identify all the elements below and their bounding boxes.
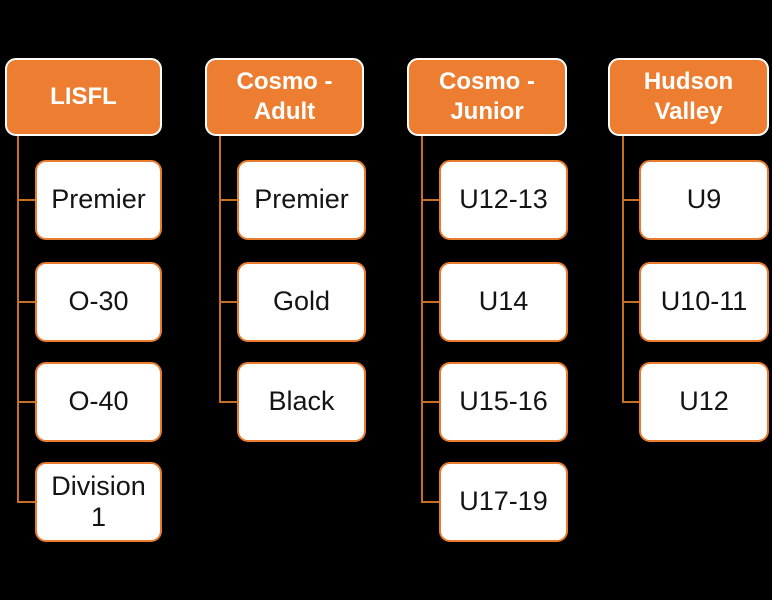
node-lisfl-o30: O-30 bbox=[35, 262, 162, 342]
node-hudson-valley-u12: U12 bbox=[639, 362, 769, 442]
header-lisfl-label: LISFL bbox=[50, 83, 117, 110]
connector-elbow-col1-row3 bbox=[17, 401, 37, 403]
node-lisfl-division1: Division 1 bbox=[35, 462, 162, 542]
node-hudson-valley-u10-11: U10-11 bbox=[639, 262, 769, 342]
node-cosmo-junior-u15-16: U15-16 bbox=[439, 362, 568, 442]
connector-elbow-col2-row2 bbox=[219, 301, 239, 303]
node-label: U12-13 bbox=[459, 184, 548, 215]
node-cosmo-adult-black: Black bbox=[237, 362, 366, 442]
node-label: Premier bbox=[51, 184, 146, 215]
connector-trunk-col3 bbox=[421, 134, 423, 502]
node-label: U15-16 bbox=[459, 386, 548, 417]
header-cosmo-junior: Cosmo - Junior bbox=[407, 58, 567, 136]
connector-trunk-col2 bbox=[219, 134, 221, 402]
node-cosmo-junior-u17-19: U17-19 bbox=[439, 462, 568, 542]
node-label: O-40 bbox=[68, 386, 129, 417]
connector-trunk-col1 bbox=[17, 134, 19, 502]
node-cosmo-adult-gold: Gold bbox=[237, 262, 366, 342]
node-cosmo-junior-u12-13: U12-13 bbox=[439, 160, 568, 240]
connector-trunk-col4 bbox=[622, 134, 624, 402]
header-cosmo-adult: Cosmo - Adult bbox=[205, 58, 364, 136]
node-cosmo-adult-premier: Premier bbox=[237, 160, 366, 240]
header-hudson-valley-label: Hudson Valley bbox=[643, 68, 734, 125]
node-hudson-valley-u9: U9 bbox=[639, 160, 769, 240]
node-label: U14 bbox=[478, 286, 529, 317]
header-lisfl: LISFL bbox=[5, 58, 162, 136]
node-label: U9 bbox=[686, 184, 722, 215]
node-lisfl-premier: Premier bbox=[35, 160, 162, 240]
node-label: U12 bbox=[679, 386, 729, 417]
node-lisfl-o40: O-40 bbox=[35, 362, 162, 442]
node-cosmo-junior-u14: U14 bbox=[439, 262, 568, 342]
node-label: Gold bbox=[272, 286, 331, 317]
connector-elbow-col3-row4 bbox=[421, 501, 441, 503]
connector-elbow-col3-row1 bbox=[421, 199, 441, 201]
connector-elbow-col2-row1 bbox=[219, 199, 239, 201]
node-label: Black bbox=[268, 386, 335, 417]
connector-elbow-col1-row2 bbox=[17, 301, 37, 303]
node-label: Division 1 bbox=[51, 470, 146, 532]
connector-elbow-col3-row3 bbox=[421, 401, 441, 403]
connector-elbow-col4-row2 bbox=[622, 301, 641, 303]
connector-elbow-col1-row1 bbox=[17, 199, 37, 201]
connector-elbow-col3-row2 bbox=[421, 301, 441, 303]
connector-elbow-col2-row3 bbox=[219, 401, 239, 403]
node-label: O-30 bbox=[68, 286, 129, 317]
header-hudson-valley: Hudson Valley bbox=[608, 58, 769, 136]
node-label: U10-11 bbox=[660, 286, 748, 317]
connector-elbow-col4-row3 bbox=[622, 401, 641, 403]
connector-elbow-col1-row4 bbox=[17, 501, 37, 503]
node-label: Premier bbox=[254, 184, 349, 215]
node-label: U17-19 bbox=[459, 486, 548, 517]
connector-elbow-col4-row1 bbox=[622, 199, 641, 201]
header-cosmo-adult-label: Cosmo - Adult bbox=[236, 68, 333, 125]
header-cosmo-junior-label: Cosmo - Junior bbox=[439, 68, 535, 125]
